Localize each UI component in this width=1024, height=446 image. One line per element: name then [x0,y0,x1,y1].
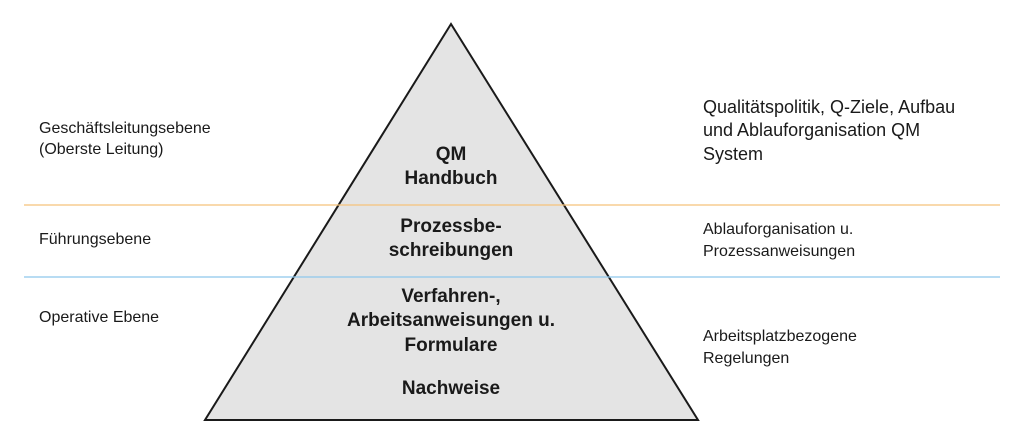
level-label-operative: Operative Ebene [39,309,160,326]
pyramid-label-qm-handbuch: QM Handbuch [404,144,498,190]
pyramid-label-nachweise: Nachweise [401,378,501,399]
description-management: Qualitätspolitik, Q-Ziele, Aufbau und Ab… [703,97,956,164]
level-label-leadership: Führungsebene [39,231,152,248]
description-leadership: Ablauforganisation u. Prozessanweisungen [703,221,856,260]
level-label-management: Geschäftsleitungsebene (Oberste Leitung) [39,120,211,158]
pyramid-label-verfahren: Verfahren-, Arbeitsanweisungen u. Formul… [347,286,555,356]
pyramid-label-prozessbeschreibungen: Prozessbe- schreibungen [388,216,514,262]
pyramid-triangle [203,22,700,421]
description-operative: Arbeitsplatzbezogene Regelungen [703,328,857,367]
